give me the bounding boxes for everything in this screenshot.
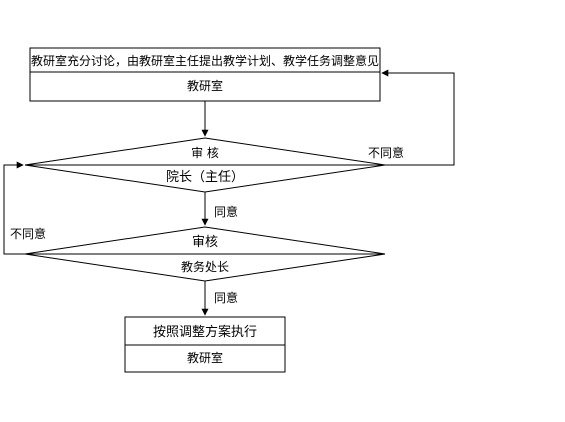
arrow-decision1-reject bbox=[381, 69, 455, 166]
decision2-owner: 教务处长 bbox=[181, 259, 229, 274]
decision2-approve-label: 同意 bbox=[214, 290, 238, 305]
step1-owner: 教研室 bbox=[187, 78, 223, 93]
decision2-action: 审核 bbox=[192, 235, 218, 250]
decision1-action: 审 核 bbox=[191, 145, 219, 160]
decision1-approve-label: 同意 bbox=[214, 204, 238, 219]
decision1-diamond: 审 核 院长（主任） bbox=[24, 137, 386, 193]
decision1-reject-label: 不同意 bbox=[368, 145, 404, 160]
step1-description: 教研室充分讨论，由教研室主任提出教学计划、教学任务调整意见 bbox=[31, 53, 379, 68]
arrow-decision2-reject bbox=[3, 161, 25, 255]
final-step-box: 按照调整方案执行 教研室 bbox=[124, 316, 286, 373]
decision1-owner: 院长（主任） bbox=[166, 170, 244, 185]
decision2-diamond: 审核 教务处长 bbox=[24, 226, 386, 282]
step1-rect bbox=[29, 47, 381, 102]
final-step-owner: 教研室 bbox=[187, 350, 223, 365]
decision2-reject-label: 不同意 bbox=[10, 226, 46, 241]
final-step-description: 按照调整方案执行 bbox=[153, 324, 257, 340]
step1-box: 教研室充分讨论，由教研室主任提出教学计划、教学任务调整意见 教研室 bbox=[29, 47, 381, 102]
